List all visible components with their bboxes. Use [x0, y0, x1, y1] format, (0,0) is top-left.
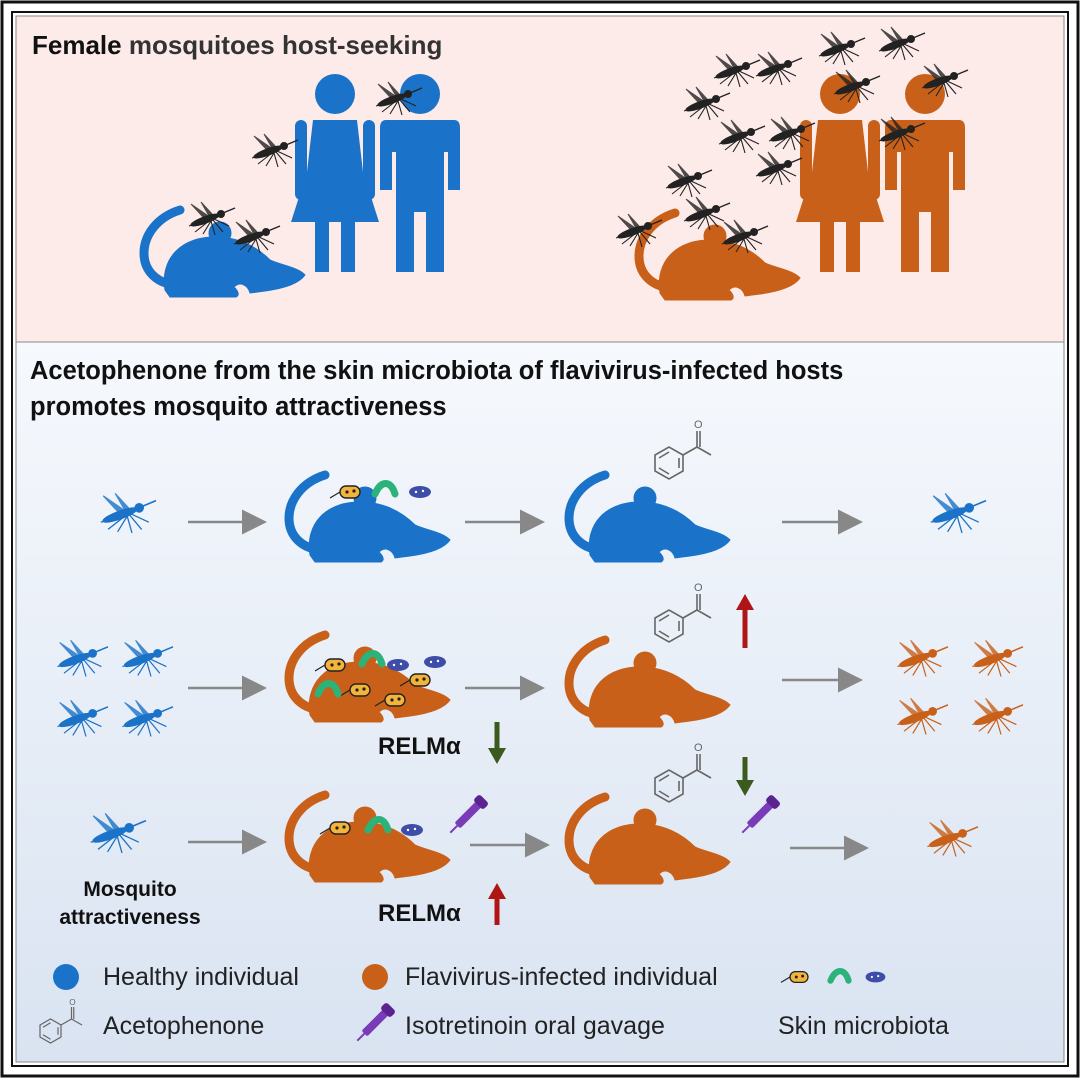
- row-isotretinoin: [89, 741, 979, 925]
- inner-border: [11, 11, 1069, 1067]
- acetophenone-legend-label: Acetophenone: [103, 1012, 265, 1040]
- relm-label-row2: RELMα: [378, 733, 461, 760]
- skin-microbiota-legend-label: Skin microbiota: [778, 1012, 949, 1040]
- isotretinoin-legend-label: Isotretinoin oral gavage: [405, 1012, 665, 1040]
- bottom-title-line1: Acetophenone from the skin microbiota of…: [30, 357, 844, 385]
- relm-label-row3: RELMα: [378, 900, 461, 927]
- infected-legend-icon: [362, 964, 388, 990]
- skin-microbiota-legend-icon: [780, 971, 886, 982]
- healthy-legend-icon: [53, 964, 79, 990]
- title-bold-word: Female: [32, 30, 122, 60]
- attr-line1: Mosquito: [83, 878, 177, 901]
- bottom-panel: [15, 341, 1065, 1063]
- top-panel-title: Female mosquitoes host-seeking: [32, 30, 442, 61]
- row-healthy: [99, 418, 987, 562]
- mosquito-attractiveness-label: Mosquito attractiveness: [50, 876, 210, 932]
- bottom-panel-title: Acetophenone from the skin microbiota of…: [30, 353, 843, 425]
- bottom-title-line2: promotes mosquito attractiveness: [30, 393, 447, 421]
- title-rest: mosquitoes host-seeking: [121, 30, 443, 60]
- healthy-legend-label: Healthy individual: [103, 963, 299, 991]
- row-infected: [56, 581, 1024, 764]
- infected-legend-label: Flavivirus-infected individual: [405, 963, 718, 991]
- attr-line2: attractiveness: [59, 906, 201, 929]
